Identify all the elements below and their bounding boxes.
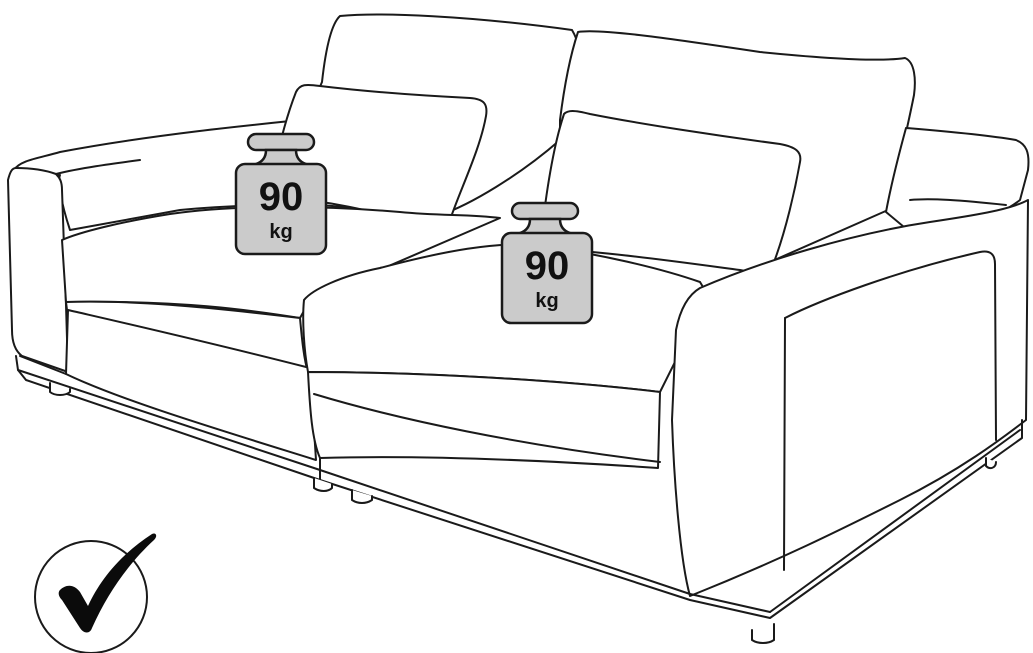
weight-right-value: 90 <box>525 244 570 288</box>
weight-left-unit: kg <box>269 221 292 243</box>
seat-base-right <box>308 372 660 468</box>
weight-left-value: 90 <box>259 175 304 219</box>
weight-right-unit: kg <box>535 290 558 312</box>
checkmark-icon <box>35 533 156 653</box>
